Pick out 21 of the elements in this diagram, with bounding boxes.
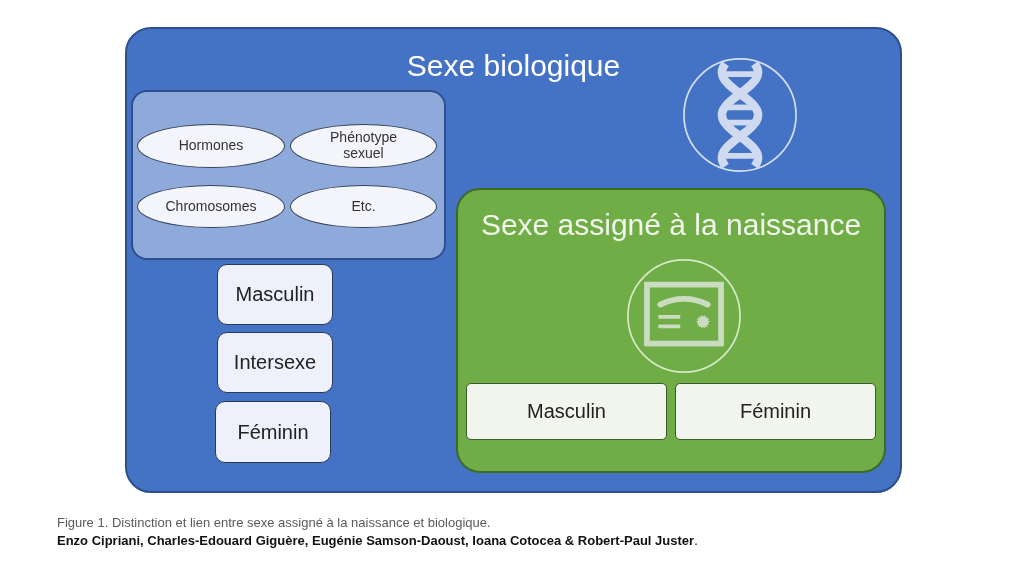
figure-caption: Figure 1. Distinction et lien entre sexe assigné à la naissance et biologique. — [57, 515, 491, 531]
factor-label: Chromosomes — [165, 198, 257, 215]
author-credit: Enzo Cipriani, Charles-Edouard Giguère, Eugénie Samson-Daoust, Ioana Cotocea & Robert-Paul Juster. — [57, 533, 698, 549]
category-card — [466, 383, 667, 440]
factor-label: Phénotype sexuel — [329, 130, 398, 162]
outer-panel — [125, 27, 902, 493]
category-label: Féminin — [237, 420, 309, 444]
category-label: Masculin — [527, 400, 606, 423]
factor-label: Etc. — [351, 198, 376, 215]
panel-title: Sexe biologique — [406, 49, 621, 83]
category-label: Féminin — [739, 400, 812, 423]
category-card — [675, 383, 876, 440]
category-card — [215, 401, 331, 463]
panel-title: Sexe assigné à la naissance — [480, 208, 862, 242]
category-card — [217, 332, 333, 393]
category-label: Intersexe — [233, 351, 317, 374]
factor-panel — [131, 90, 446, 260]
category-label: Masculin — [235, 283, 315, 306]
category-card — [217, 264, 333, 325]
factor-label: Hormones — [178, 138, 244, 154]
inner-panel — [456, 188, 886, 473]
